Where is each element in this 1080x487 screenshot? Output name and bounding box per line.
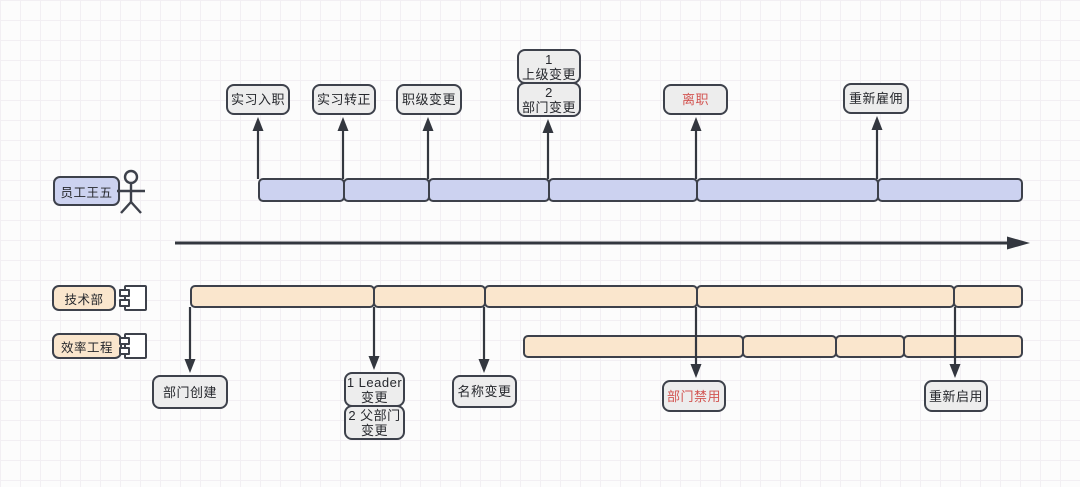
arrow-level-change xyxy=(422,117,434,179)
arrow-supervisor-dept-change xyxy=(542,119,554,179)
component-icon-tech xyxy=(119,285,147,311)
arrow-leader-parent-change xyxy=(368,307,380,370)
arrow-intern-convert xyxy=(337,117,349,179)
event-leader-change: 1 Leader 变更 xyxy=(344,372,405,407)
event-resign: 离职 xyxy=(663,84,728,115)
event-dept-change-num: 2 xyxy=(545,84,553,100)
arrow-rehire xyxy=(871,116,883,179)
arrow-resign xyxy=(690,117,702,179)
component-icon-efficiency xyxy=(119,333,147,359)
event-dept-enable: 重新启用 xyxy=(924,380,988,412)
tech-bar-segment xyxy=(696,285,955,308)
dept-tech-label: 技术部 xyxy=(52,285,116,311)
timeline-axis-arrow xyxy=(175,236,1030,250)
event-level-change: 职级变更 xyxy=(396,84,462,115)
arrow-intern-onboard xyxy=(252,117,264,179)
event-leader-change-line1: 1 Leader xyxy=(346,374,403,390)
employee-bar-segment xyxy=(428,178,550,202)
event-supervisor-change-label: 上级变更 xyxy=(521,66,576,82)
employee-bar-segment xyxy=(877,178,1023,202)
event-rehire: 重新雇佣 xyxy=(843,83,909,114)
dept-efficiency-label: 效率工程 xyxy=(52,333,122,359)
efficiency-bar-segment xyxy=(523,335,744,358)
tech-bar-segment xyxy=(190,285,375,308)
tech-bar-segment xyxy=(484,285,698,308)
tech-bar-segment xyxy=(373,285,486,308)
employee-bar-segment xyxy=(696,178,879,202)
efficiency-bar-segment xyxy=(903,335,1023,358)
employee-bar-segment xyxy=(548,178,698,202)
employee-bar-segment xyxy=(258,178,345,202)
event-rename: 名称变更 xyxy=(452,375,517,408)
event-dept-disable: 部门禁用 xyxy=(662,380,726,412)
event-intern-onboard: 实习入职 xyxy=(226,84,290,115)
event-parent-dept-change: 2 父部门 变更 xyxy=(344,405,405,440)
efficiency-bar-segment xyxy=(835,335,905,358)
event-leader-change-line2: 变更 xyxy=(360,389,388,405)
person-icon xyxy=(117,169,145,214)
employee-bar-segment xyxy=(343,178,430,202)
arrow-dept-create xyxy=(184,307,196,373)
event-dept-create: 部门创建 xyxy=(152,375,228,409)
event-supervisor-change: 1 上级变更 xyxy=(517,49,581,84)
event-supervisor-change-num: 1 xyxy=(545,51,553,67)
event-dept-change: 2 部门变更 xyxy=(517,82,581,117)
event-dept-change-label: 部门变更 xyxy=(521,99,576,115)
arrow-rename xyxy=(478,307,490,373)
event-parent-dept-change-line2: 变更 xyxy=(360,422,388,438)
tech-bar-segment xyxy=(953,285,1023,308)
event-parent-dept-change-line1: 2 父部门 xyxy=(348,407,401,423)
employee-lane-label: 员工王五 xyxy=(53,176,120,206)
efficiency-bar-segment xyxy=(742,335,837,358)
event-intern-convert: 实习转正 xyxy=(312,84,376,115)
